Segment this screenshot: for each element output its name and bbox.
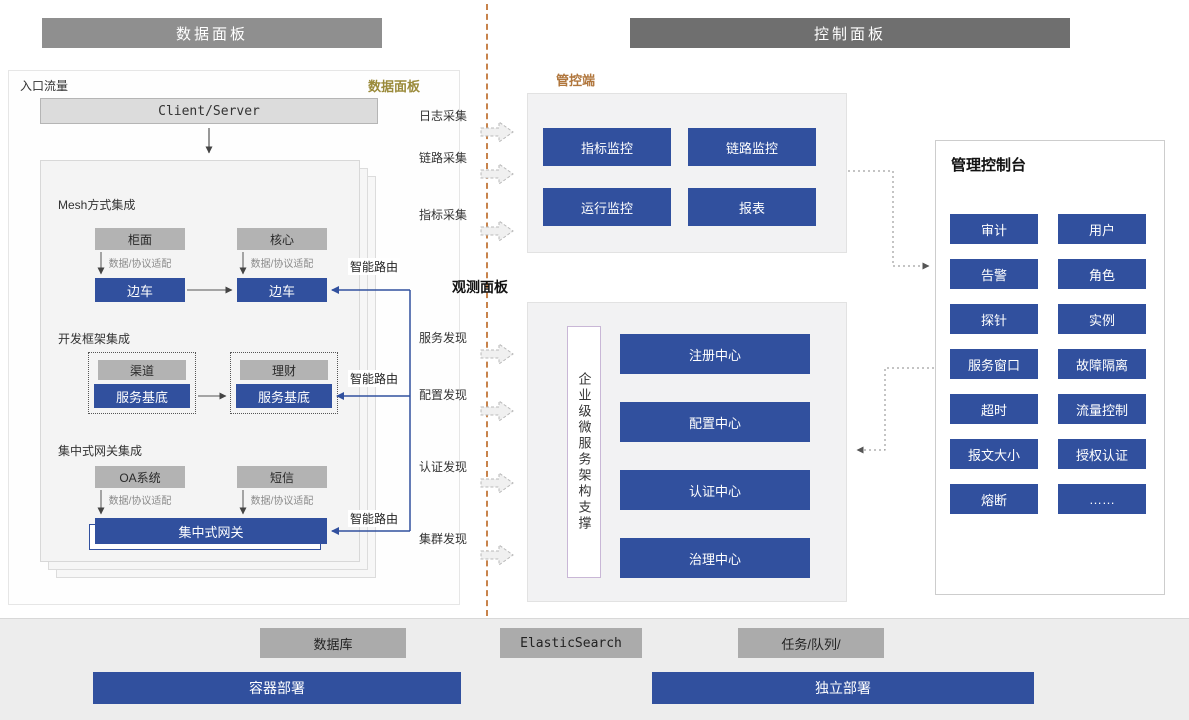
flow-arrow-log-icon bbox=[479, 120, 515, 144]
container-deploy-bar: 容器部署 bbox=[93, 672, 461, 704]
framework-left-group bbox=[88, 352, 196, 414]
data-panel-header: 数据面板 bbox=[42, 18, 382, 48]
gateway-right-adapter-label: 数据/协议适配 bbox=[250, 496, 314, 507]
console-button-timeout[interactable]: 超时 bbox=[950, 394, 1038, 424]
collect-label-log: 日志采集 bbox=[419, 109, 468, 123]
flow-arrow-service-icon bbox=[479, 342, 515, 366]
mesh-section-title: Mesh方式集成 bbox=[58, 198, 136, 212]
panel-divider bbox=[486, 4, 488, 616]
mesh-right-app-box: 核心 bbox=[237, 228, 327, 250]
smart-route-label-1: 智能路由 bbox=[348, 258, 401, 275]
observe-panel-title: 观测面板 bbox=[452, 279, 508, 295]
gateway-section-title: 集中式网关集成 bbox=[58, 444, 143, 458]
collect-label-trace: 链路采集 bbox=[419, 151, 468, 165]
mesh-right-adapter-label: 数据/协议适配 bbox=[250, 259, 314, 270]
discover-label-auth: 认证发现 bbox=[419, 460, 468, 474]
metric-monitor-button[interactable]: 指标监控 bbox=[543, 128, 671, 166]
report-button[interactable]: 报表 bbox=[688, 188, 816, 226]
gateway-right-app-box: 短信 bbox=[237, 466, 327, 488]
mesh-left-app-box: 柜面 bbox=[95, 228, 185, 250]
console-to-micro-dotted bbox=[856, 367, 934, 454]
sidecar-left-box: 边车 bbox=[95, 278, 185, 302]
smart-route-label-2: 智能路由 bbox=[348, 370, 401, 387]
flow-arrow-trace-icon bbox=[479, 162, 515, 186]
console-button-audit[interactable]: 审计 bbox=[950, 214, 1038, 244]
flow-arrow-cluster-icon bbox=[479, 543, 515, 567]
console-button-user[interactable]: 用户 bbox=[1058, 214, 1146, 244]
management-console-title: 管理控制台 bbox=[951, 157, 1027, 174]
mesh-left-adapter-label: 数据/协议适配 bbox=[108, 259, 172, 270]
management-console-grid: 审计 用户 告警 角色 探针 实例 服务窗口 故障隔离 超时 流量控制 报文大小… bbox=[950, 214, 1146, 514]
control-side-label: 管控端 bbox=[556, 73, 596, 88]
trace-monitor-button[interactable]: 链路监控 bbox=[688, 128, 816, 166]
enterprise-support-vertical-label: 企业级微服务架构支撑 bbox=[567, 326, 601, 578]
config-center-button[interactable]: 配置中心 bbox=[620, 402, 810, 442]
flow-arrow-auth-icon bbox=[479, 471, 515, 495]
console-button-role[interactable]: 角色 bbox=[1058, 259, 1146, 289]
console-button-fault-isolation[interactable]: 故障隔离 bbox=[1058, 349, 1146, 379]
monitor-to-console-dotted bbox=[848, 170, 930, 270]
elasticsearch-box: ElasticSearch bbox=[500, 628, 642, 658]
gateway-left-app-box: OA系统 bbox=[95, 466, 185, 488]
control-panel-header: 控制面板 bbox=[630, 18, 1070, 48]
service-base-right-box: 服务基底 bbox=[236, 384, 332, 408]
console-button-authorization[interactable]: 授权认证 bbox=[1058, 439, 1146, 469]
standalone-deploy-bar: 独立部署 bbox=[652, 672, 1034, 704]
framework-right-app-box: 理财 bbox=[240, 360, 328, 380]
console-button-circuit-break[interactable]: 熔断 bbox=[950, 484, 1038, 514]
framework-left-app-box: 渠道 bbox=[98, 360, 186, 380]
flow-arrow-config-icon bbox=[479, 399, 515, 423]
database-box: 数据库 bbox=[260, 628, 406, 658]
discover-label-service: 服务发现 bbox=[419, 331, 468, 345]
console-button-instance[interactable]: 实例 bbox=[1058, 304, 1146, 334]
collect-label-metric: 指标采集 bbox=[419, 208, 468, 222]
governance-center-button[interactable]: 治理中心 bbox=[620, 538, 810, 578]
console-button-message-size[interactable]: 报文大小 bbox=[950, 439, 1038, 469]
flow-arrow-metric-icon bbox=[479, 219, 515, 243]
smart-route-label-3: 智能路由 bbox=[348, 510, 401, 527]
task-queue-box: 任务/队列/ bbox=[738, 628, 884, 658]
registry-center-button[interactable]: 注册中心 bbox=[620, 334, 810, 374]
console-button-service-window[interactable]: 服务窗口 bbox=[950, 349, 1038, 379]
framework-right-group bbox=[230, 352, 338, 414]
runtime-monitor-button[interactable]: 运行监控 bbox=[543, 188, 671, 226]
entry-traffic-label: 入口流量 bbox=[20, 79, 69, 93]
service-base-left-box: 服务基底 bbox=[94, 384, 190, 408]
auth-center-button[interactable]: 认证中心 bbox=[620, 470, 810, 510]
central-gateway-box: 集中式网关 bbox=[95, 518, 327, 544]
console-button-more[interactable]: …… bbox=[1058, 484, 1146, 514]
monitor-panel bbox=[527, 93, 847, 253]
gateway-left-adapter-label: 数据/协议适配 bbox=[108, 496, 172, 507]
console-button-flow-control[interactable]: 流量控制 bbox=[1058, 394, 1146, 424]
sidecar-right-box: 边车 bbox=[237, 278, 327, 302]
console-button-probe[interactable]: 探针 bbox=[950, 304, 1038, 334]
discover-label-config: 配置发现 bbox=[419, 388, 468, 402]
framework-section-title: 开发框架集成 bbox=[58, 332, 131, 346]
console-button-alert[interactable]: 告警 bbox=[950, 259, 1038, 289]
client-server-box: Client/Server bbox=[40, 98, 378, 124]
data-panel-accent-label: 数据面板 bbox=[368, 79, 421, 94]
discover-label-cluster: 集群发现 bbox=[419, 532, 468, 546]
